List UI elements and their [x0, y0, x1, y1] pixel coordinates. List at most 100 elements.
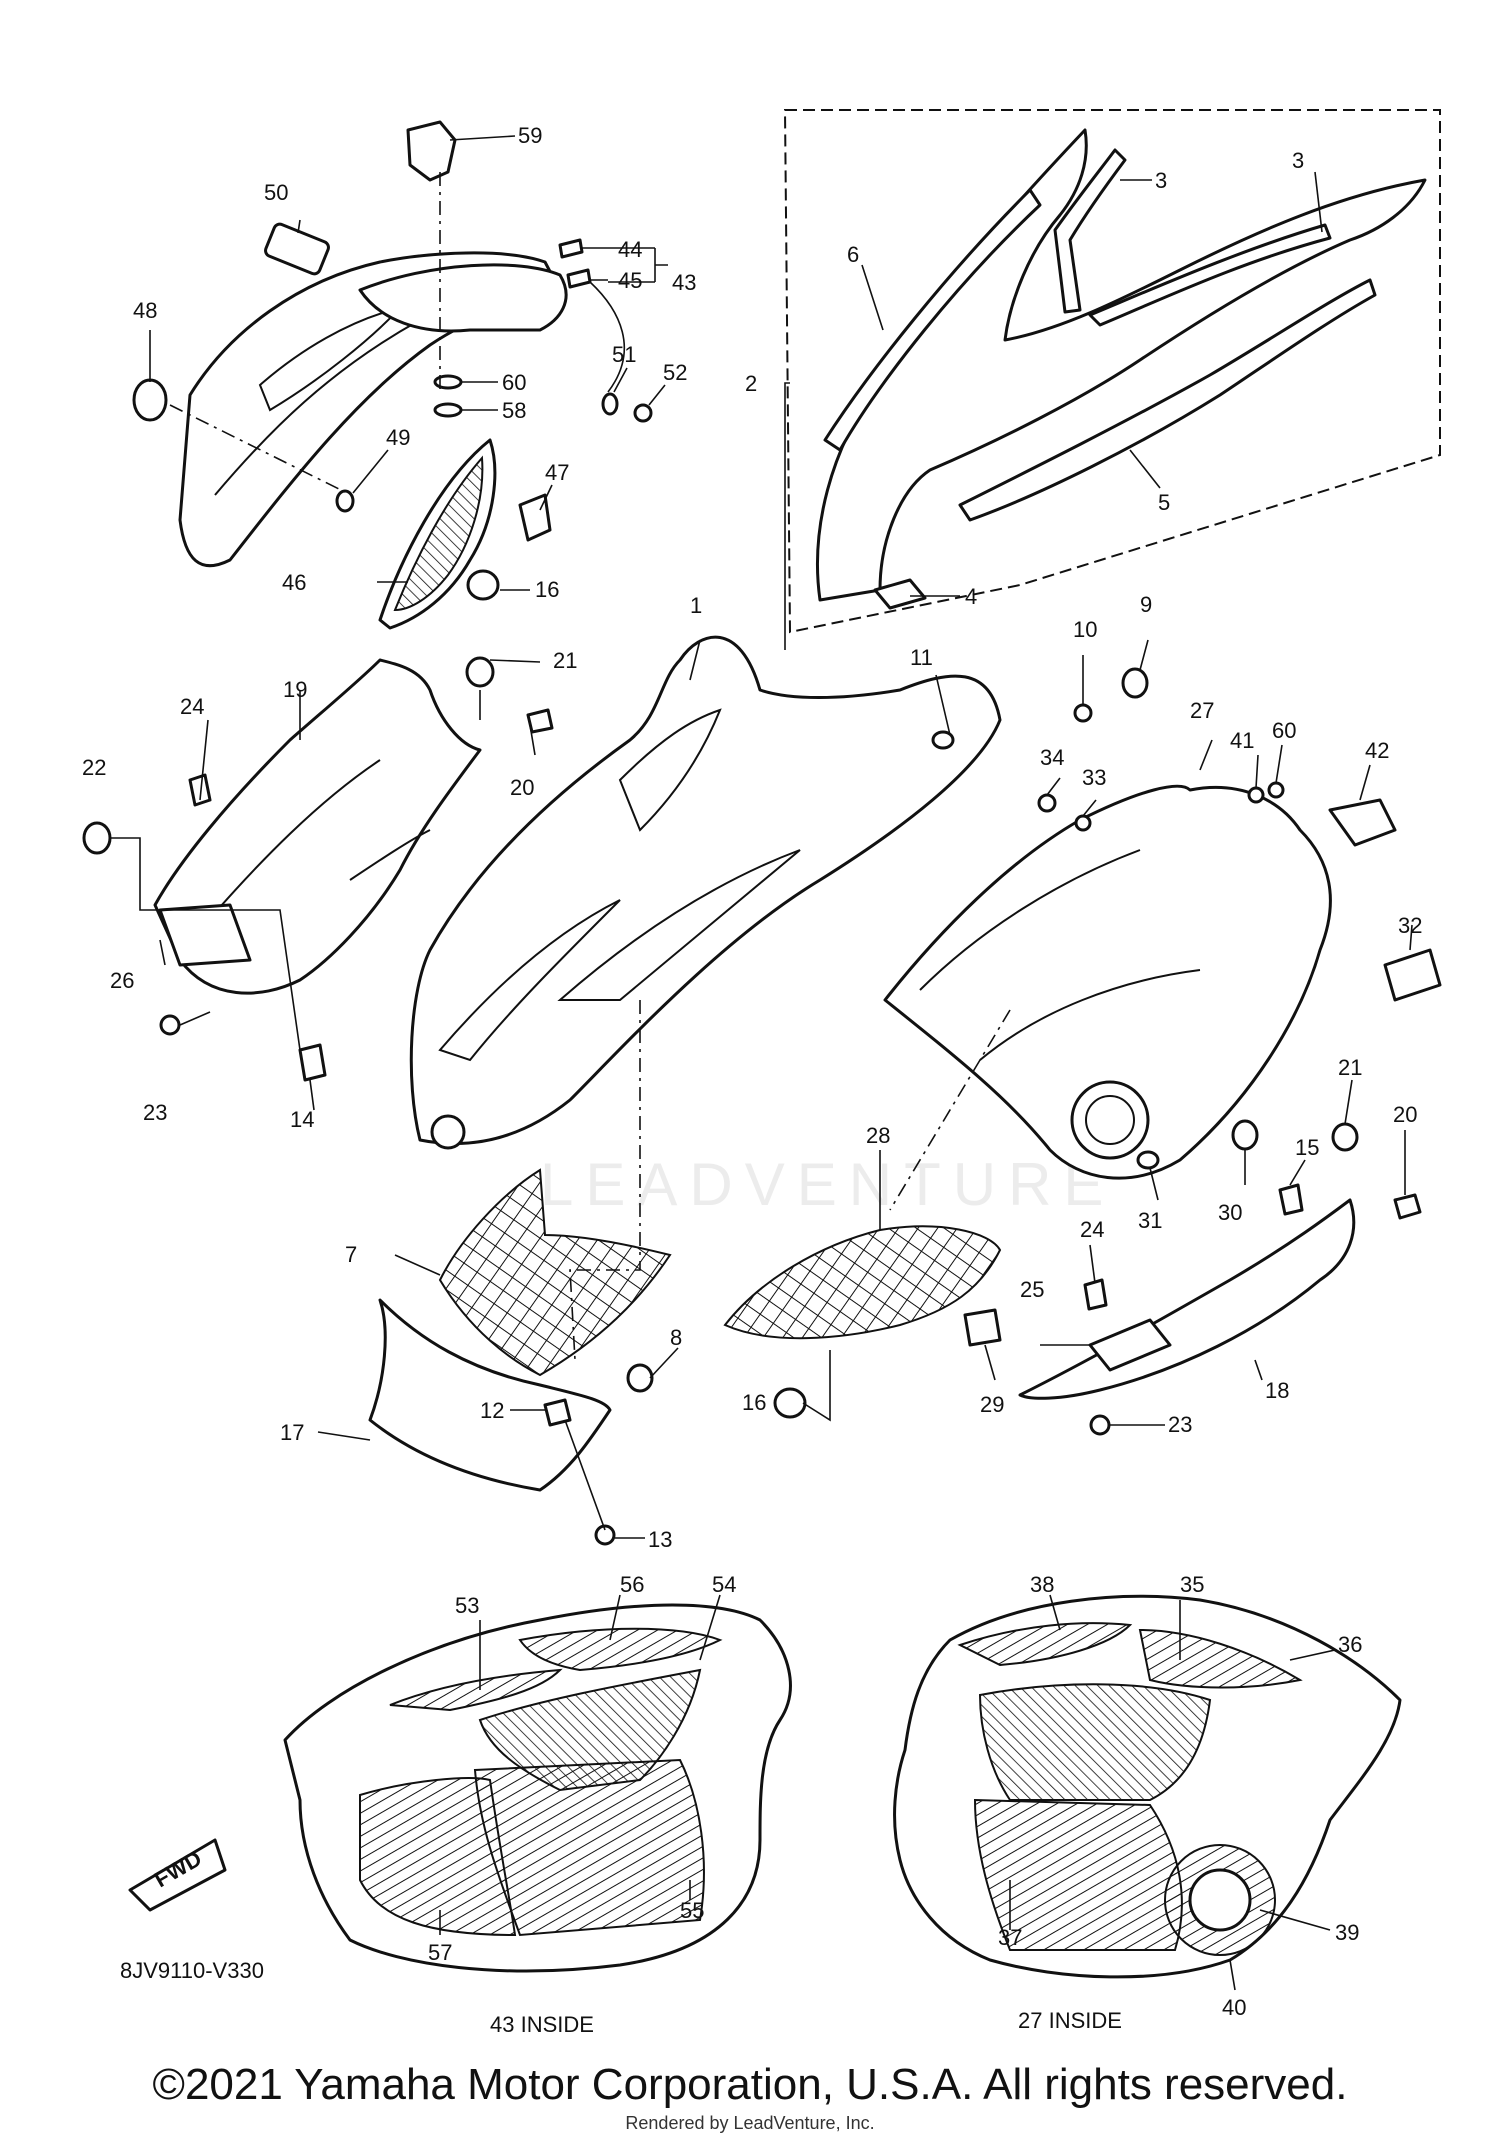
rendered-by-footer: Rendered by LeadVenture, Inc. — [625, 2113, 875, 2133]
washer-49 — [335, 489, 355, 513]
cover-17 — [368, 1298, 612, 1492]
callout-16a: 16 — [535, 577, 559, 602]
stripe-6 — [823, 188, 1042, 452]
callout-18: 18 — [1265, 1378, 1289, 1403]
callout-6: 6 — [847, 242, 859, 267]
callout-22: 22 — [82, 755, 106, 780]
callout-3b: 3 — [1292, 148, 1304, 173]
callout-21a: 21 — [553, 648, 577, 673]
stripe-3a — [1053, 148, 1127, 314]
callout-27: 27 — [1190, 698, 1214, 723]
clip-14 — [298, 1043, 327, 1082]
callout-23b: 23 — [1168, 1412, 1192, 1437]
decal-57 — [359, 1777, 517, 1937]
washer-41 — [1247, 786, 1265, 804]
decal-56 — [518, 1627, 723, 1672]
inside-view-43 — [128, 1603, 792, 1973]
callout-3a: 3 — [1155, 168, 1167, 193]
leadventure-watermark: LEADVENTURE — [540, 1151, 1116, 1218]
callout-9: 9 — [1140, 592, 1152, 617]
callout-1: 1 — [690, 593, 702, 618]
callout-38: 38 — [1030, 1572, 1054, 1597]
mesh-panel-28 — [723, 1225, 1002, 1340]
callout-23a: 23 — [143, 1100, 167, 1125]
copyright-footer: ©2021 Yamaha Motor Corporation, U.S.A. A… — [152, 2060, 1348, 2109]
clip-24b — [1083, 1278, 1108, 1311]
callout-49: 49 — [386, 425, 410, 450]
callout-58: 58 — [502, 398, 526, 423]
callout-20b: 20 — [1393, 1102, 1417, 1127]
callout-35: 35 — [1180, 1572, 1204, 1597]
callout-46: 46 — [282, 570, 306, 595]
nut-52 — [633, 403, 653, 423]
parts-diagram: 59 50 44 45 43 48 60 58 51 52 49 47 46 1… — [82, 109, 1442, 2037]
callout-45: 45 — [618, 268, 642, 293]
callout-52: 52 — [663, 360, 687, 385]
fwd-arrow — [128, 1838, 227, 1912]
bolt-30 — [1231, 1119, 1259, 1151]
washer-11 — [931, 730, 955, 750]
diagram-code: 8JV9110-V330 — [120, 1958, 264, 1983]
decal-53 — [389, 1668, 563, 1712]
callout-44: 44 — [618, 237, 642, 262]
callout-24a: 24 — [180, 694, 204, 719]
washer-51 — [601, 392, 619, 416]
callout-12: 12 — [480, 1398, 504, 1423]
nut-12 — [543, 1398, 572, 1427]
callout-60b: 60 — [1272, 718, 1296, 743]
leader-lines — [110, 135, 1413, 1991]
inside-label-43: 43 INSIDE — [490, 2012, 594, 2037]
callout-50: 50 — [264, 180, 288, 205]
callout-17: 17 — [280, 1420, 304, 1445]
collar-48 — [132, 378, 168, 422]
bolt-22 — [82, 821, 112, 855]
callout-21b: 21 — [1338, 1055, 1362, 1080]
callout-26: 26 — [110, 968, 134, 993]
washer-60a — [433, 374, 463, 390]
lower-center-parts — [368, 1168, 1356, 1546]
callout-37: 37 — [998, 1925, 1022, 1950]
clip-15 — [1278, 1183, 1304, 1216]
callout-4: 4 — [965, 584, 977, 609]
washer-31 — [1136, 1150, 1160, 1170]
callout-13: 13 — [648, 1527, 672, 1552]
side-cover-hole — [430, 1114, 466, 1150]
callout-28: 28 — [866, 1123, 890, 1148]
callout-30: 30 — [1218, 1200, 1242, 1225]
bolt-8 — [626, 1363, 654, 1393]
callout-31: 31 — [1138, 1208, 1162, 1233]
emblem-50 — [264, 222, 330, 276]
bolt-21a — [465, 656, 495, 688]
stripe-3b — [1088, 223, 1332, 327]
tag-4 — [873, 578, 927, 610]
callout-24b: 24 — [1080, 1217, 1104, 1242]
decal-38 — [957, 1622, 1133, 1667]
decal-39 — [1188, 1868, 1252, 1932]
callout-labels: 59 50 44 45 43 48 60 58 51 52 49 47 46 1… — [82, 123, 1422, 2020]
stripe-5 — [958, 278, 1377, 522]
callout-5: 5 — [1158, 490, 1170, 515]
decal-54 — [478, 1668, 702, 1792]
washer-58 — [433, 402, 463, 418]
nut-20a — [526, 708, 554, 734]
callout-53: 53 — [455, 1593, 479, 1618]
callout-36: 36 — [1338, 1632, 1362, 1657]
callout-43: 43 — [672, 270, 696, 295]
screw-23b — [1089, 1414, 1111, 1436]
callout-2: 2 — [745, 371, 757, 396]
side-cover-main — [409, 635, 1002, 1146]
callout-15: 15 — [1295, 1135, 1319, 1160]
cover-42 — [1328, 798, 1397, 847]
callout-48: 48 — [133, 298, 157, 323]
clip-44 — [558, 238, 584, 259]
front-cowl-assembly — [132, 120, 653, 630]
decal-36 — [978, 1683, 1212, 1801]
bracket-47 — [518, 493, 552, 542]
callout-16b: 16 — [742, 1390, 766, 1415]
callout-32: 32 — [1398, 913, 1422, 938]
grommet-16b — [773, 1387, 807, 1419]
callout-42: 42 — [1365, 738, 1389, 763]
grommet-16a — [466, 569, 500, 601]
callout-29: 29 — [980, 1392, 1004, 1417]
bracket-29 — [963, 1308, 1002, 1347]
